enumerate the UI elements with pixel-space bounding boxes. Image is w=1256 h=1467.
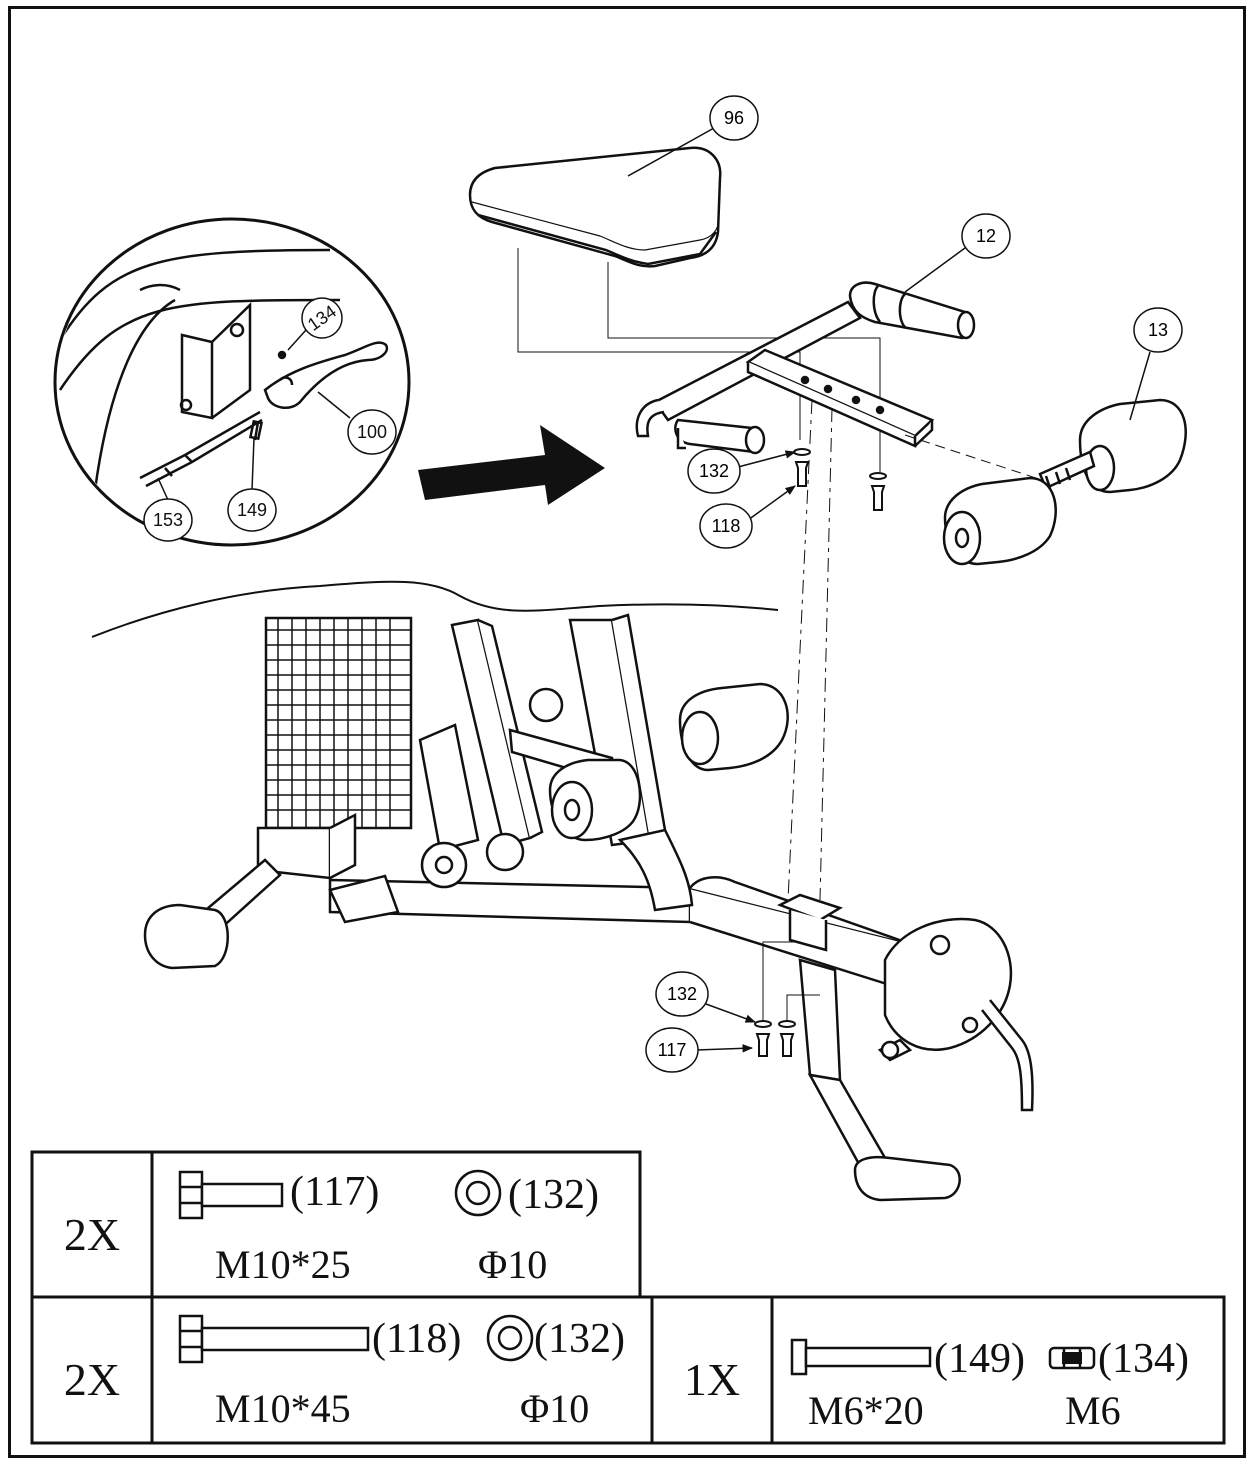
- callout-117: 117: [658, 1040, 687, 1060]
- callout-100: 100: [357, 422, 387, 442]
- callout-96: 96: [724, 108, 744, 128]
- row3-qty: 1X: [684, 1354, 740, 1405]
- row2-qty: 2X: [64, 1354, 120, 1405]
- row3-nut-spec: M6: [1065, 1388, 1121, 1433]
- page-frame: [8, 6, 1246, 1458]
- alignment-lines: [787, 399, 833, 901]
- row1-bolt-part: (117): [290, 1169, 379, 1215]
- main-machine-frame: [91, 580, 1034, 1202]
- upper-hardware: [793, 448, 887, 511]
- row3-nut-part: (134): [1098, 1336, 1189, 1382]
- row3-bolt-part: (149): [934, 1336, 1025, 1382]
- bolt-117-icon: [178, 1170, 284, 1220]
- detail-magnifier: 134 100 153 149: [53, 217, 411, 547]
- callout-132-lower: 132: [667, 984, 697, 1004]
- seat-pad-96: [468, 146, 722, 268]
- row2-washer-part: (132): [534, 1316, 625, 1362]
- lower-hardware: [754, 941, 820, 1057]
- row2-bolt-spec: M10*45: [215, 1386, 351, 1431]
- hardware-table: [30, 1150, 1226, 1445]
- row2-bolt-part: (118): [372, 1316, 461, 1362]
- nut-134-icon: [1048, 1346, 1096, 1370]
- callout-153: 153: [153, 510, 183, 530]
- row2-washer-spec: Φ10: [520, 1386, 589, 1431]
- row3-bolt-spec: M6*20: [808, 1388, 924, 1433]
- row1-bolt-spec: M10*25: [215, 1242, 351, 1287]
- callout-149: 149: [237, 500, 267, 520]
- washer-132-icon: [454, 1169, 502, 1217]
- direction-arrow: [418, 425, 605, 505]
- washer-132-icon-2: [486, 1314, 534, 1362]
- roller-set-13: [942, 398, 1187, 566]
- row1-washer-spec: Φ10: [478, 1242, 547, 1287]
- leg-attachment-12: [635, 281, 976, 455]
- callout-12: 12: [976, 226, 996, 246]
- callout-13: 13: [1148, 320, 1168, 340]
- bolt-118-icon: [178, 1314, 370, 1364]
- callout-118: 118: [712, 516, 741, 536]
- bolt-149-icon: [790, 1338, 932, 1376]
- row1-qty: 2X: [64, 1209, 120, 1260]
- row1-washer-part: (132): [508, 1172, 599, 1218]
- callout-132-upper: 132: [699, 461, 729, 481]
